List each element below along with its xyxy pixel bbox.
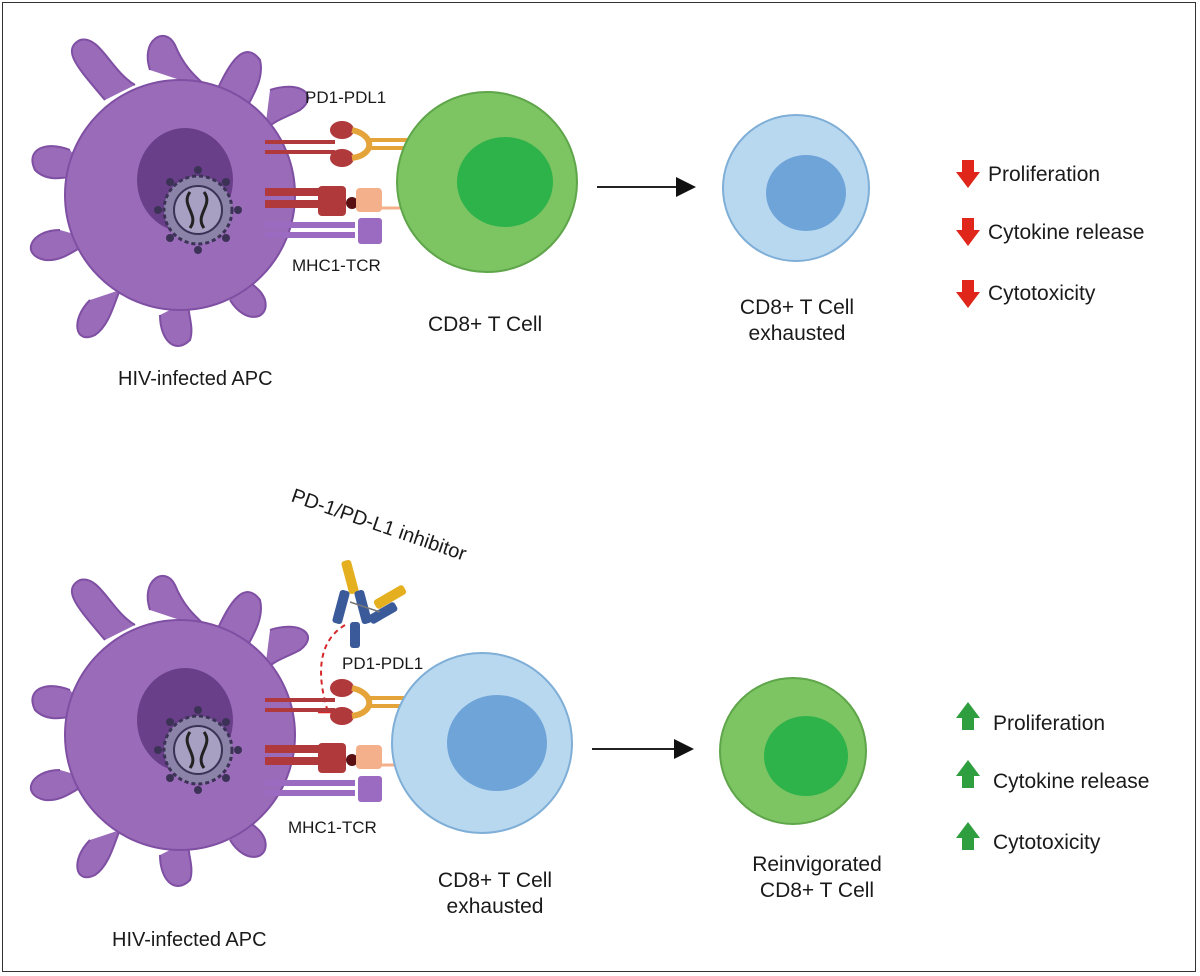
top-effect-cytotoxicity: Cytotoxicity (988, 282, 1096, 305)
bottom-effect-cytotoxicity: Cytotoxicity (993, 831, 1101, 854)
top-pd1-pdl1-label: PD1-PDL1 (305, 88, 387, 107)
arrow-down-icon (956, 160, 980, 188)
arrow-up-icon (956, 702, 980, 730)
top-result-label: CD8+ T Cell exhausted (737, 295, 857, 348)
bottom-pd1-pdl1-label: PD1-PDL1 (342, 654, 424, 673)
arrow-up-icon (956, 822, 980, 850)
bottom-effect-cytokine: Cytokine release (993, 770, 1150, 793)
top-effect-proliferation: Proliferation (988, 163, 1101, 186)
reinvigorated-cell (719, 677, 867, 825)
bottom-apc-cell (29, 574, 310, 887)
bottom-mhc1-tcr-receptor (265, 743, 410, 802)
bottom-up-arrows (956, 702, 980, 850)
top-apc-label: HIV-infected APC (118, 368, 273, 390)
bottom-effect-proliferation: Proliferation (993, 712, 1106, 735)
top-mhc1-tcr-label: MHC1-TCR (292, 256, 381, 275)
top-down-arrows (956, 160, 980, 308)
bottom-tcell-label-line1: CD8+ T Cell (437, 869, 553, 892)
top-effect-cytokine: Cytokine release (988, 221, 1145, 244)
top-result-label-line1: CD8+ T Cell (739, 296, 855, 319)
bottom-tcell-label: CD8+ T Cell exhausted (425, 868, 565, 921)
bottom-result-label: Reinvigorated CD8+ T Cell (742, 852, 892, 905)
arrow-down-icon (956, 218, 980, 246)
top-exhausted-cell (722, 114, 870, 262)
top-apc-cell (29, 34, 310, 347)
bottom-apc-label: HIV-infected APC (112, 929, 267, 951)
arrow-up-icon (956, 760, 980, 788)
bottom-mhc1-tcr-label: MHC1-TCR (288, 818, 377, 837)
arrow-down-icon (956, 280, 980, 308)
top-tcell-label: CD8+ T Cell (428, 313, 543, 336)
hiv-virus-icon (154, 706, 242, 794)
bottom-result-label-line1: Reinvigorated (752, 853, 882, 876)
bottom-exhausted-tcell (391, 652, 573, 834)
antibody-icon (332, 559, 407, 648)
top-cd8-tcell (396, 91, 578, 273)
hiv-virus-icon (154, 166, 242, 254)
top-mhc1-tcr-receptor (265, 186, 415, 244)
bottom-result-label-line2: CD8+ T Cell (759, 879, 875, 903)
top-result-label-line2: exhausted (748, 322, 846, 346)
bottom-tcell-label-line2: exhausted (446, 895, 544, 919)
